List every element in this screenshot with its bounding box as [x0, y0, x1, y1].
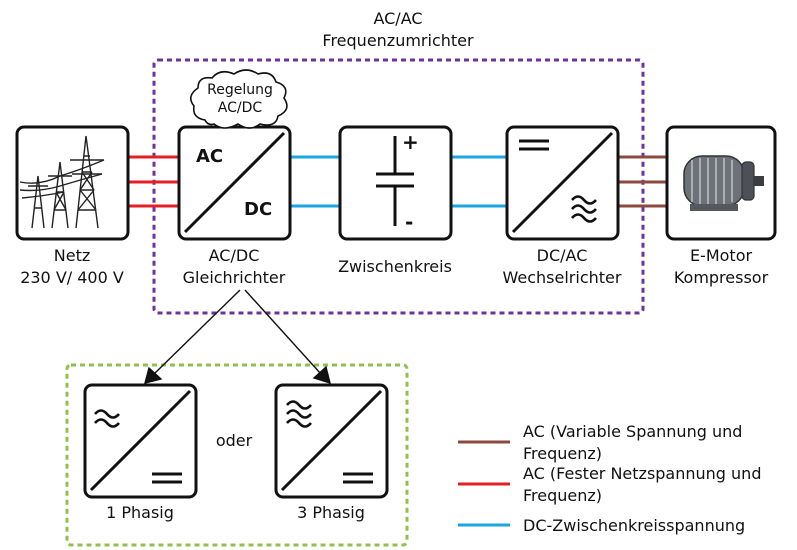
motor-icon: [683, 155, 764, 211]
grid-caption-line2: 230 V/ 400 V: [20, 268, 124, 287]
legend-label-dc: DC-Zwischenkreisspannung: [523, 516, 746, 535]
rectifier-dc-label: DC: [244, 199, 273, 220]
capacitor-icon: [376, 136, 414, 226]
single-phase-block: [83, 383, 198, 499]
three-phase-caption: 3 Phasig: [297, 503, 365, 522]
single-wave-icon: [94, 409, 120, 428]
dc-link-block: [338, 125, 453, 241]
header-title-line1: AC/AC: [373, 9, 423, 28]
motor-caption-line2: Kompressor: [673, 268, 769, 287]
legend-label-variable-ac-line2: Frequenz): [523, 444, 603, 463]
capacitor-plus: +: [402, 130, 419, 154]
capacitor-minus: -: [405, 210, 414, 234]
rectifier-caption-line2: Gleichrichter: [182, 268, 286, 287]
single-phase-caption: 1 Phasig: [106, 503, 174, 522]
or-label: oder: [215, 431, 253, 450]
three-dc-icon: [343, 472, 373, 484]
dclink-caption: Zwischenkreis: [338, 257, 452, 276]
cloud-label-line1: Regelung: [207, 82, 273, 98]
grid-block: [15, 125, 130, 241]
rectifier-caption-line1: AC/DC: [208, 246, 260, 265]
motor-caption-line1: E-Motor: [689, 246, 753, 265]
dc-symbol-icon: [519, 139, 549, 151]
power-tower-icon: [19, 135, 105, 229]
legend-label-grid-ac-line2: Frequenz): [523, 486, 603, 505]
legend-label-variable-ac-line1: AC (Variable Spannung und: [523, 422, 743, 441]
rectifier-ac-label: AC: [196, 146, 224, 167]
legend-label-grid-ac-line1: AC (Fester Netzspannung und: [523, 464, 762, 483]
rectifier-options-frame: [65, 363, 409, 547]
grid-caption-line1: Netz: [53, 246, 91, 265]
motor-ac-lines: [617, 155, 668, 208]
cloud-label-line2: AC/DC: [217, 100, 263, 116]
single-dc-icon: [152, 472, 182, 484]
ac-wave-icon: [571, 195, 597, 223]
inverter-caption-line1: DC/AC: [536, 246, 588, 265]
inverter-caption-line2: Wechselrichter: [502, 268, 622, 287]
three-wave-icon: [286, 400, 312, 428]
rectifier-block: [177, 125, 292, 241]
three-phase-block: [274, 383, 389, 499]
rectifier-diagonal: [183, 131, 286, 234]
option-arrows: [144, 289, 331, 385]
motor-block: [665, 125, 777, 241]
dc-link-lines: [290, 155, 508, 208]
control-cloud: [190, 69, 288, 129]
grid-ac-lines: [127, 155, 180, 208]
inverter-block: [505, 125, 620, 241]
legend-swatches: [458, 440, 510, 527]
header-title-line2: Frequenzumrichter: [322, 31, 474, 50]
